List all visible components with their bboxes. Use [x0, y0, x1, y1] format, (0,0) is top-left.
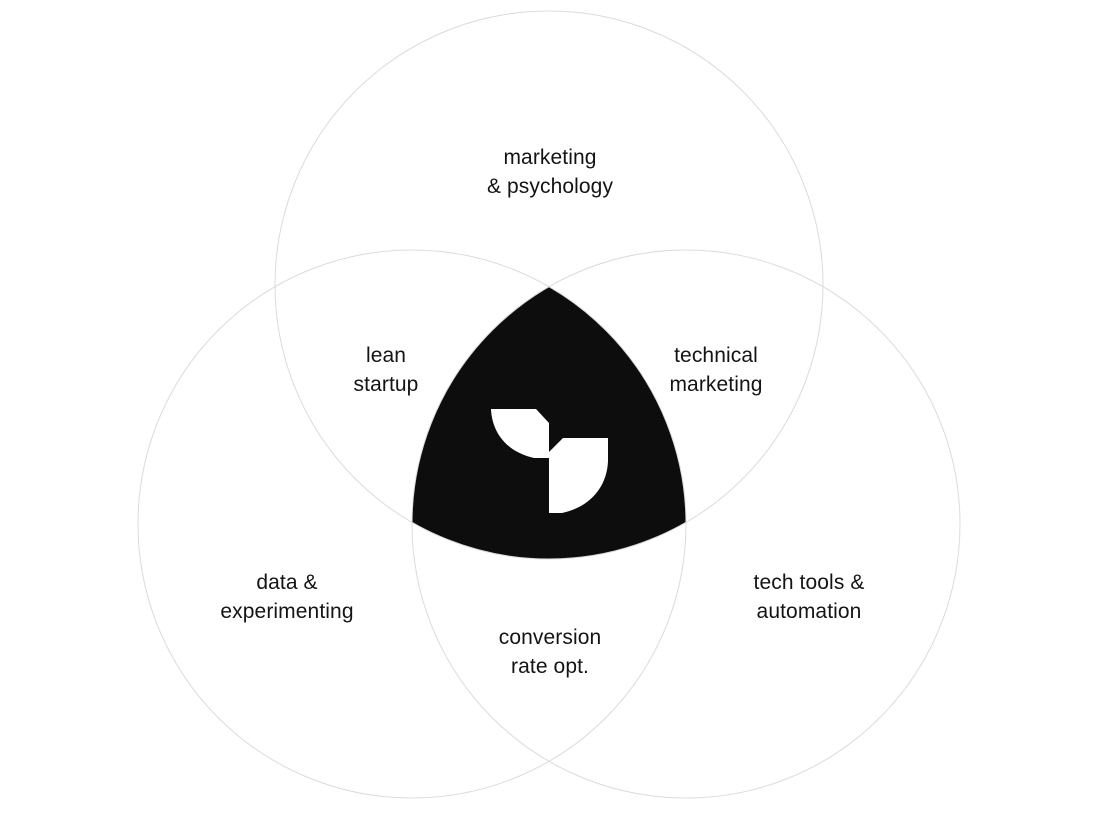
- label-data-experimenting: data & experimenting: [220, 571, 354, 623]
- label-lean-startup: lean startup: [353, 344, 419, 396]
- tech-tools-automation-circle[interactable]: [411, 249, 961, 799]
- marketing-psychology-circle[interactable]: [274, 10, 824, 560]
- label-marketing-psychology: marketing & psychology: [486, 146, 614, 198]
- data-experimenting-circle[interactable]: [137, 249, 687, 799]
- label-technical-marketing: technical marketing: [669, 344, 763, 396]
- label-tech-tools-automation: tech tools & automation: [753, 571, 865, 623]
- label-conversion-rate-opt: conversion rate opt.: [498, 626, 602, 678]
